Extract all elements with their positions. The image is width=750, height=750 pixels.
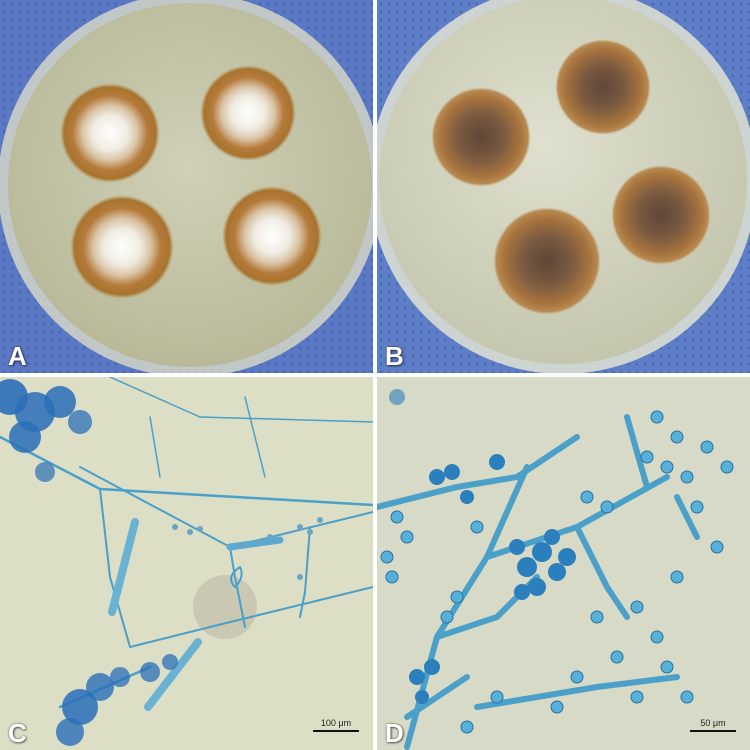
panel-a-plate-front: A bbox=[0, 0, 373, 373]
panel-label: B bbox=[385, 341, 404, 371]
scale-bar-label: 50 μm bbox=[700, 718, 726, 728]
panel-label: C bbox=[8, 718, 27, 748]
colony-reverse bbox=[493, 207, 601, 315]
panel-label: D bbox=[385, 718, 404, 748]
colony bbox=[200, 65, 296, 161]
colony-reverse bbox=[555, 39, 651, 135]
scale-bar: 50 μm bbox=[690, 719, 736, 732]
scale-bar-line bbox=[690, 730, 736, 732]
scale-bar-line bbox=[313, 730, 359, 732]
panel-c-micrograph: C 100 μm bbox=[0, 377, 373, 750]
petri-dish-icon bbox=[0, 0, 373, 373]
scale-bar-label: 100 μm bbox=[320, 718, 352, 728]
colony-reverse bbox=[431, 87, 531, 187]
colony bbox=[222, 186, 322, 286]
panel-b-plate-reverse: B bbox=[377, 0, 750, 373]
colony bbox=[70, 195, 174, 299]
colony-reverse bbox=[611, 165, 711, 265]
colony bbox=[60, 83, 160, 183]
panel-d-micrograph: D 50 μm bbox=[377, 377, 750, 750]
petri-dish-reverse-icon bbox=[377, 0, 750, 373]
micrograph-conidia bbox=[377, 377, 750, 750]
scale-bar: 100 μm bbox=[313, 719, 359, 732]
panel-label: A bbox=[8, 341, 27, 371]
micrograph-hyphae bbox=[0, 377, 373, 750]
